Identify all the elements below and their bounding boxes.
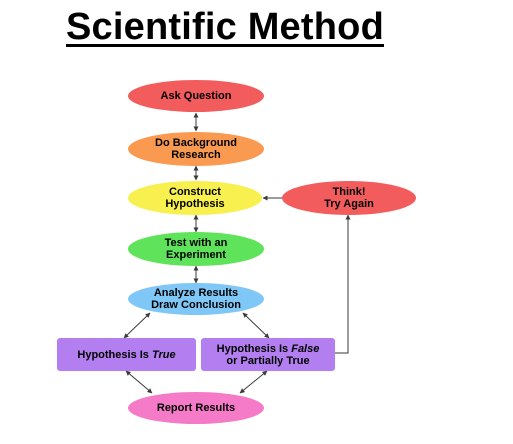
step-construct-hypothesis: Construct Hypothesis <box>128 181 262 215</box>
step-label: Construct <box>169 186 221 198</box>
step-background-research: Do Background Research <box>128 132 264 166</box>
step-test-experiment: Test with an Experiment <box>128 232 264 266</box>
step-label: Try Again <box>324 198 374 210</box>
step-label: Do Background <box>155 137 237 149</box>
step-analyze-results: Analyze Results Draw Conclusion <box>128 283 264 315</box>
step-label: Ask Question <box>160 90 232 102</box>
step-label: Analyze Results <box>153 287 239 299</box>
page-title: Scientific Method <box>66 6 384 48</box>
step-hypothesis-false: Hypothesis Is False or Partially True <box>201 338 335 371</box>
arrow-analyze-true <box>123 312 151 339</box>
step-report-results: Report Results <box>128 392 264 424</box>
arrow-false-report <box>239 370 268 394</box>
step-label: Hypothesis <box>165 198 225 210</box>
arrow-analyze-false <box>242 312 270 339</box>
step-label: Test with an <box>164 237 228 249</box>
step-hypothesis-true: Hypothesis Is True <box>57 338 196 371</box>
step-label: Hypothesis Is False <box>216 342 320 355</box>
arrow-true-report <box>125 370 153 394</box>
step-label: or Partially True <box>226 354 310 367</box>
step-label: Draw Conclusion <box>151 299 241 311</box>
step-label: Hypothesis Is True <box>77 348 176 361</box>
step-label: Research <box>171 149 221 161</box>
step-label: Report Results <box>156 402 236 414</box>
step-label: Experiment <box>166 249 226 261</box>
step-label: Think! <box>332 186 366 198</box>
step-ask-question: Ask Question <box>128 80 264 112</box>
step-think-try-again: Think! Try Again <box>282 181 416 215</box>
arrow-false-think <box>335 214 351 354</box>
